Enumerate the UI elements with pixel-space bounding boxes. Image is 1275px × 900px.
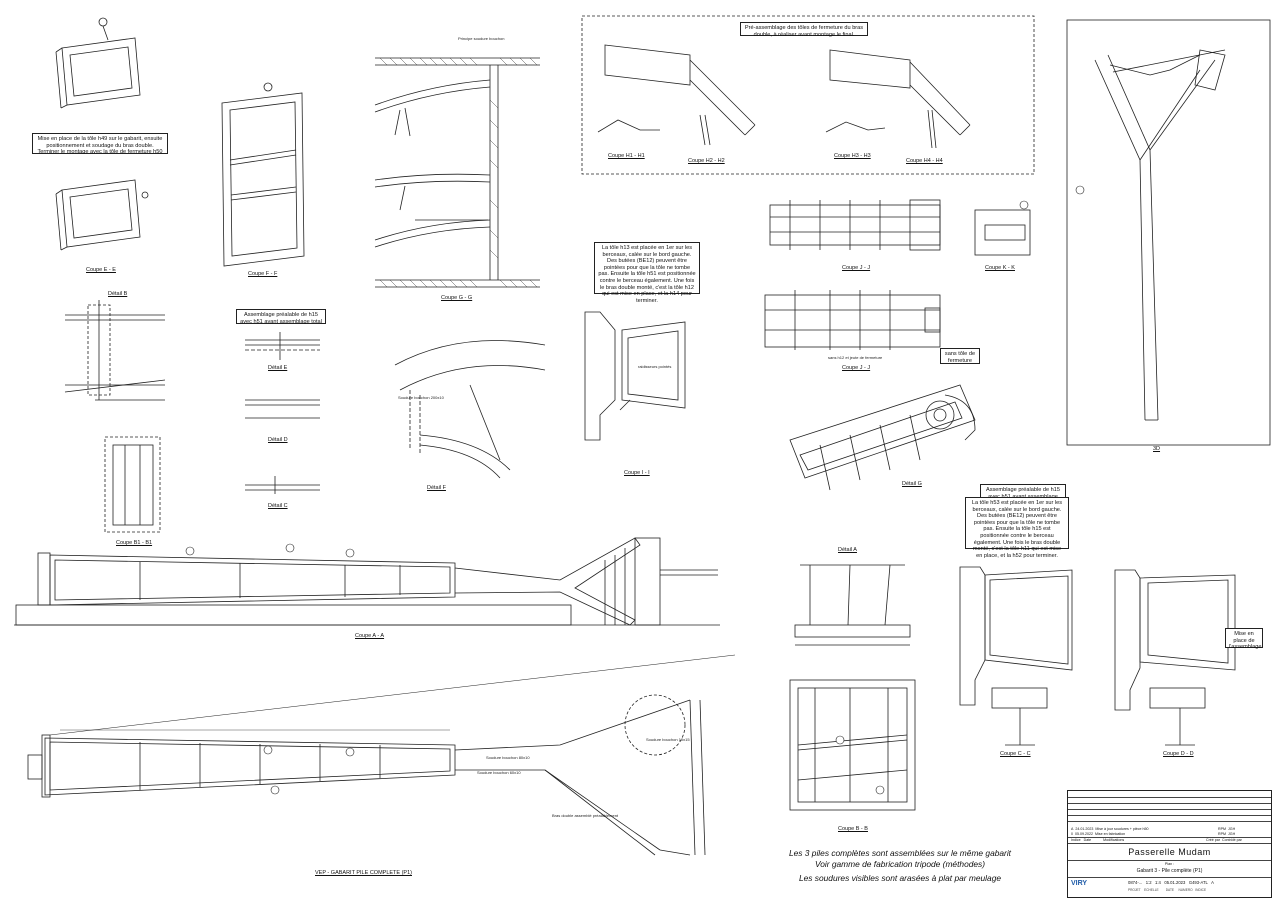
label-coupe-h1: Coupe H1 - H1 bbox=[608, 153, 645, 159]
note-sans-tole-fermeture: sans tôle de fermeture bbox=[940, 348, 980, 364]
view-coupe-b1 bbox=[104, 436, 161, 533]
view-3d bbox=[1066, 19, 1271, 446]
view-detail-g bbox=[789, 384, 976, 491]
note-piles-line1: Les 3 piles complètes sont assemblées su… bbox=[788, 848, 1012, 858]
label-coupe-b1: Coupe B1 - B1 bbox=[116, 540, 153, 546]
label-detail-g: Détail G bbox=[902, 481, 922, 487]
label-3d: 3D bbox=[1153, 446, 1161, 452]
note-preassembly-closure: Pré-assemblage des tôles de fermeture du… bbox=[740, 22, 868, 38]
view-detail-d bbox=[245, 399, 320, 419]
view-detail-c bbox=[245, 476, 320, 494]
label-detail-d: Détail D bbox=[268, 437, 288, 443]
label-coupe-aa: Coupe A - A bbox=[355, 633, 385, 639]
hatch-gg bbox=[379, 57, 538, 288]
label-soudure-10: Soudure bouchon 10x15 bbox=[646, 737, 690, 742]
label-raidisseurs-ii: raidisseurs pointés bbox=[638, 364, 672, 369]
note-piles-line2: Voir gamme de fabrication tripode (métho… bbox=[814, 858, 986, 869]
note-ee-instructions: Mise en place de la tôle h49 sur le gaba… bbox=[32, 133, 168, 155]
plan-label: Plan : bbox=[1164, 862, 1175, 866]
note-assemblage-h15-right: Assemblage préalable de h15 avec h51 ava… bbox=[980, 484, 1066, 506]
view-detail-a bbox=[794, 564, 911, 646]
rev-row-0: 0 05.09.2022 Mise en fabrication bbox=[1071, 832, 1126, 836]
label-bras-double: Bras double assemblé préalablement bbox=[552, 813, 619, 818]
note-h53: La tôle h53 est placée en 1er sur les be… bbox=[965, 497, 1069, 559]
view-coupe-ii bbox=[584, 311, 686, 441]
label-detail-a: Détail A bbox=[838, 547, 857, 553]
label-detail-c: Détail C bbox=[268, 503, 288, 509]
label-coupe-kk: Coupe K - K bbox=[985, 265, 1015, 271]
rev-row-a-by: RPM JGH bbox=[1218, 827, 1236, 831]
view-coupe-kk bbox=[974, 209, 1031, 256]
label-coupe-ee: Coupe E - E bbox=[86, 267, 116, 273]
label-coupe-jj-top: Coupe J - J bbox=[842, 265, 871, 271]
view-detail-f bbox=[394, 340, 546, 479]
note-piles-line3: Les soudures visibles sont arasées à pla… bbox=[798, 873, 1002, 883]
label-coupe-h2: Coupe H2 - H2 bbox=[688, 158, 725, 164]
note-piles: Les 3 piles complètes sont assemblées su… bbox=[775, 848, 1025, 884]
label-sans-h12: sans h12 et jeute de fermeture bbox=[828, 355, 883, 360]
plan-subtitle: Gabarit 3 - Pile complète (P1) bbox=[1136, 868, 1203, 874]
view-h-sections bbox=[581, 15, 1035, 175]
view-coupe-jj-top bbox=[769, 199, 941, 251]
note-mise-en-place: Mise en place de l'assemblage bbox=[1225, 628, 1263, 650]
view-coupe-gg bbox=[374, 57, 540, 288]
view-detail-e bbox=[245, 332, 320, 360]
project-title: Passerelle Mudam bbox=[1128, 847, 1211, 857]
rev-headers-right: Créé par Contrôlé par bbox=[1206, 838, 1242, 842]
label-soudure-60: Soudure bouchon 60x10 bbox=[477, 770, 521, 775]
view-coupe-ff bbox=[221, 82, 305, 267]
label-soudure-200: Soudure bouchon 200x10 bbox=[398, 395, 444, 400]
label-coupe-h4: Coupe H4 - H4 bbox=[906, 158, 943, 164]
view-coupe-cc bbox=[959, 566, 1073, 746]
label-detail-f: Détail F bbox=[427, 485, 446, 491]
label-vep-gabarit: VEP - GABARIT PILE COMPLETE (P1) bbox=[315, 870, 412, 876]
label-coupe-dd: Coupe D - D bbox=[1163, 751, 1194, 757]
company-logo: VIRY bbox=[1071, 880, 1088, 887]
label-coupe-h3: Coupe H3 - H3 bbox=[834, 153, 871, 159]
rev-row-a: A 24.01.2023 Mise à jour soudures + pièc… bbox=[1071, 827, 1149, 831]
view-coupe-ee bbox=[55, 17, 149, 251]
label-detail-e: Détail E bbox=[268, 365, 288, 371]
label-coupe-ii: Coupe I - I bbox=[624, 470, 650, 476]
note-assemblage-h15-left: Assemblage préalable de h15 avec h51 ava… bbox=[236, 309, 326, 325]
tb-footer: 0874-... 1:2 1:4 05.01.2023 G493-ATL A bbox=[1128, 880, 1214, 885]
label-coupe-ff: Coupe F - F bbox=[248, 271, 278, 277]
view-coupe-dd bbox=[1114, 569, 1236, 746]
label-coupe-bb: Coupe B - B bbox=[838, 826, 868, 832]
view-coupe-jj-bottom bbox=[764, 290, 941, 350]
label-coupe-cc: Coupe C - C bbox=[1000, 751, 1031, 757]
weld-callouts bbox=[185, 185, 1085, 795]
view-coupe-aa bbox=[14, 537, 720, 626]
label-coupe-jj-bottom: Coupe J - J bbox=[842, 365, 871, 371]
tb-footer-labels: PROJET ECHELLE DATE NUMERO INDICE bbox=[1128, 888, 1207, 892]
rev-headers: Indice Date Modifications bbox=[1071, 838, 1125, 842]
label-detail-b: Détail B bbox=[108, 291, 128, 297]
label-soudure-80: Soudure bouchon 80x10 bbox=[486, 755, 530, 760]
title-block: A 24.01.2023 Mise à jour soudures + pièc… bbox=[1067, 790, 1272, 898]
view-detail-b bbox=[64, 300, 166, 401]
rev-row-0-by: RPM JGH bbox=[1218, 832, 1236, 836]
view-coupe-bb bbox=[789, 679, 916, 811]
label-coupe-gg: Coupe G - G bbox=[441, 295, 473, 301]
label-principe-soudure: Principe soudure bouchon bbox=[458, 36, 505, 41]
view-vep-gabarit bbox=[27, 654, 736, 856]
note-h13: La tôle h13 est placée en 1er sur les be… bbox=[594, 242, 700, 304]
